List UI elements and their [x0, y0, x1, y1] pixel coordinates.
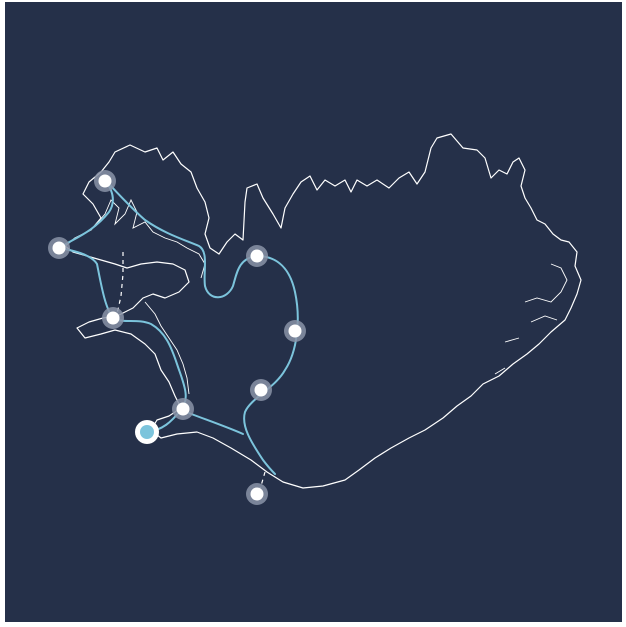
route-stop-icon[interactable] — [102, 307, 124, 329]
east-coast-detail — [494, 263, 568, 375]
route-stop-icon[interactable] — [172, 398, 194, 420]
current-location-icon[interactable] — [135, 420, 159, 444]
route-stop-icon[interactable] — [250, 379, 272, 401]
iceland-route-map[interactable] — [5, 2, 622, 622]
map-background — [5, 2, 622, 622]
westfjords-detail — [90, 198, 206, 279]
route-stop-icon[interactable] — [284, 320, 306, 342]
route-stop-icon[interactable] — [94, 170, 116, 192]
map-frame — [5, 2, 622, 622]
bay-detail — [144, 301, 190, 395]
dashed-track — [116, 252, 124, 315]
route-stops — [48, 170, 306, 505]
route-stop-icon[interactable] — [48, 237, 70, 259]
route-stop-icon[interactable] — [246, 483, 268, 505]
iceland-coastline — [64, 133, 582, 489]
tour-route — [58, 179, 299, 475]
route-stop-icon[interactable] — [246, 245, 268, 267]
